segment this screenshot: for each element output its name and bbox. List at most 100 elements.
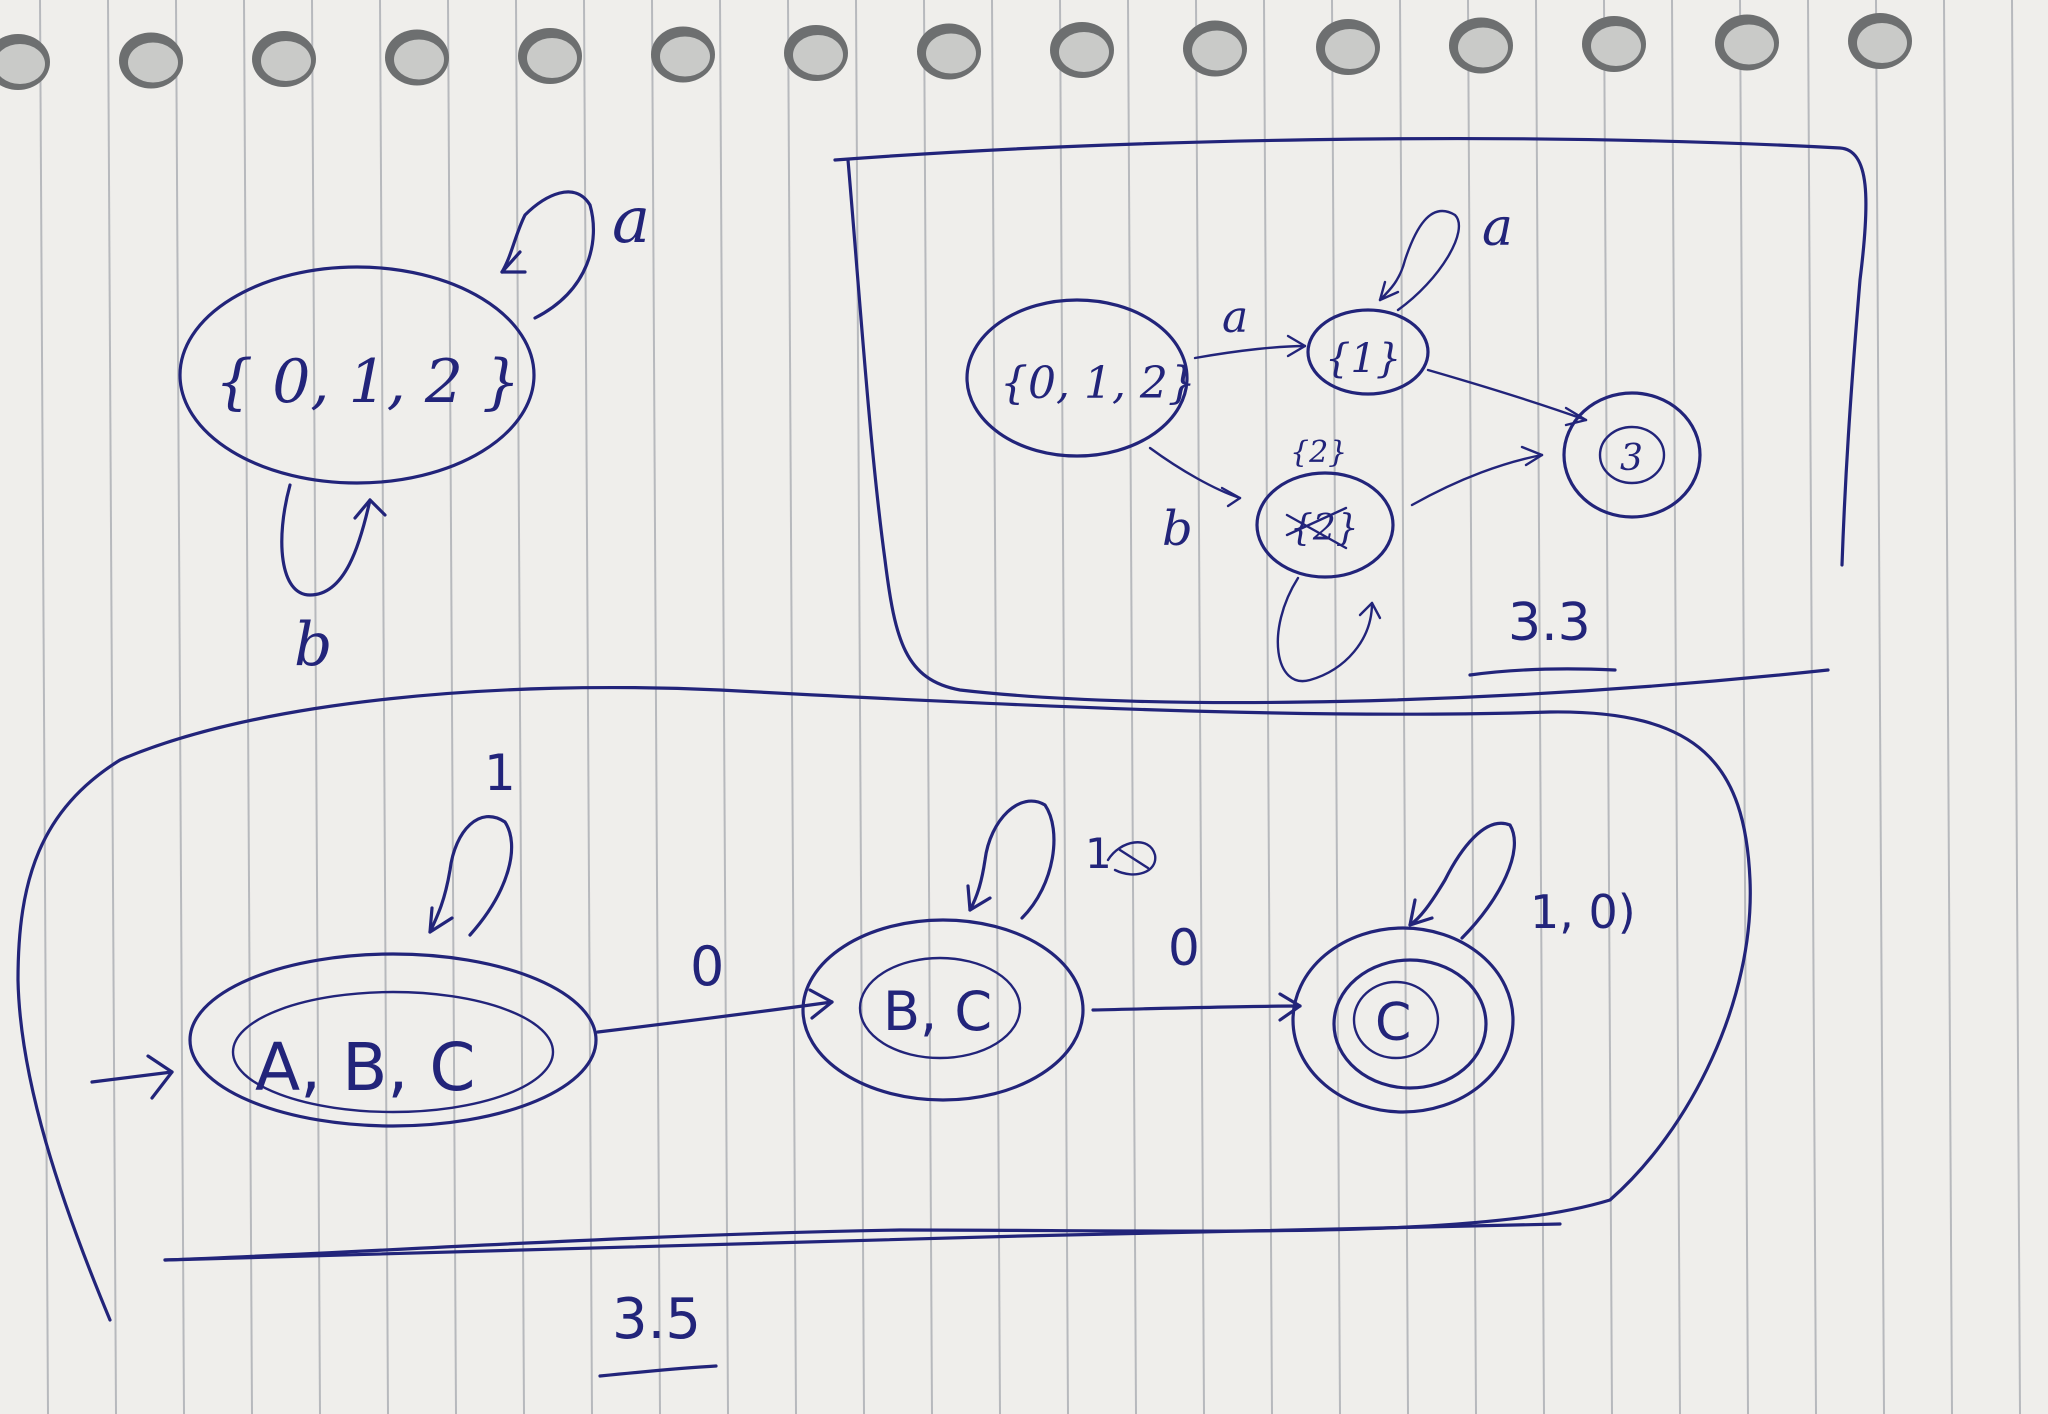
ruled-lines <box>39 0 2021 1414</box>
loop-a-label: a <box>612 184 650 258</box>
loop-b-arc <box>280 483 372 597</box>
binder-hole-inner <box>793 35 843 75</box>
state-bottom-loop-arrowhead <box>1358 601 1382 620</box>
caption-3-5-underline <box>598 1364 718 1378</box>
ruled-line <box>107 0 117 1414</box>
state-start-circle <box>965 298 1189 458</box>
state-c-middle <box>1332 958 1488 1090</box>
loop-a-arrowhead <box>500 250 527 274</box>
state-abc-outer <box>188 952 598 1128</box>
frame-3-3-top-right <box>833 137 1868 567</box>
state-top-loop <box>1378 209 1461 312</box>
state-bottom-strike <box>1285 506 1348 550</box>
state-final-label: 3 <box>1620 438 1643 479</box>
loop-a-arc <box>500 190 596 320</box>
ruled-line <box>1535 0 1545 1414</box>
ruled-line <box>1399 0 1409 1414</box>
state-bottom-annotation: {2} <box>1290 435 1347 470</box>
ruled-line <box>1671 0 1681 1414</box>
binder-hole-inner <box>394 39 444 80</box>
binder-hole-inner <box>1192 30 1242 71</box>
binder-hole-inner <box>1325 29 1375 69</box>
binder-hole-inner <box>527 38 577 78</box>
state-top-label: {1} <box>1325 336 1401 382</box>
ruled-line <box>787 0 797 1414</box>
state-abc-label: A, B, C <box>255 1029 475 1106</box>
state-c-label: C <box>1375 993 1411 1053</box>
state-012-circle <box>178 265 536 485</box>
ruled-line <box>991 0 1001 1414</box>
edge-start-top-arrowhead <box>1286 334 1307 358</box>
edge-top-final-arrowhead <box>1564 406 1588 427</box>
caption-3-5: 3.5 <box>612 1287 701 1352</box>
loop-bc-scribble <box>1106 841 1157 876</box>
state-top-circle <box>1306 308 1430 396</box>
ruled-line <box>39 0 49 1414</box>
ruled-line <box>1331 0 1341 1414</box>
ruled-line <box>1263 0 1273 1414</box>
ruled-line <box>719 0 729 1414</box>
state-bc-inner <box>858 956 1022 1060</box>
ruled-line <box>1875 0 1885 1414</box>
ruled-line <box>175 0 185 1414</box>
ruled-line <box>1603 0 1613 1414</box>
state-012-label: { 0, 1, 2 } <box>215 347 520 417</box>
binder-hole-inner <box>1458 27 1508 68</box>
state-abc-inner <box>231 990 555 1114</box>
ruled-line <box>447 0 457 1414</box>
loop-b-label: b <box>294 610 332 680</box>
loop-bc-arrowhead <box>966 884 992 912</box>
caption-3-3-underline <box>1468 667 1617 677</box>
edge-top-final <box>1426 368 1588 422</box>
edge-0-label-1: 0 <box>690 935 724 998</box>
state-bc-outer <box>801 918 1085 1102</box>
loop-bc-arc <box>968 799 1056 920</box>
loop-a-label-3-3: a <box>1482 198 1513 258</box>
state-c-outer <box>1291 926 1515 1114</box>
edge-bc-c-arrowhead <box>1278 992 1302 1022</box>
edge-0-label-2: 0 <box>1168 919 1200 977</box>
binder-hole-inner <box>1857 23 1907 63</box>
state-top-loop-arrowhead <box>1378 280 1400 302</box>
ruled-line <box>923 0 933 1414</box>
edge-a-label: a <box>1222 292 1248 343</box>
ruled-line <box>855 0 865 1414</box>
binder-hole-inner <box>660 36 710 77</box>
start-arrow-head <box>146 1054 174 1100</box>
binder-hole-inner <box>1724 24 1774 65</box>
separator-line <box>163 1222 1562 1262</box>
ruled-line <box>2011 0 2021 1414</box>
state-c-inner <box>1352 980 1440 1060</box>
frame-3-5 <box>16 685 1752 1322</box>
caption-3-3: 3.3 <box>1508 593 1591 653</box>
ruled-line <box>515 0 525 1414</box>
loop-bc-label: 1 <box>1085 829 1112 878</box>
ruled-line <box>1943 0 1953 1414</box>
ruled-line <box>1195 0 1205 1414</box>
frame-3-3-left-bottom <box>846 158 1830 705</box>
loop-abc-label: 1 <box>484 744 516 802</box>
edge-bottom-final <box>1410 453 1544 507</box>
ruled-line <box>1807 0 1817 1414</box>
ruled-line <box>243 0 253 1414</box>
edge-start-top <box>1193 344 1307 360</box>
state-final-inner <box>1598 425 1666 485</box>
state-bottom-loop <box>1276 576 1374 683</box>
ruled-line <box>1467 0 1477 1414</box>
state-start-label: {0, 1, 2} <box>1000 358 1196 409</box>
state-bc-label: B, C <box>883 980 992 1043</box>
edge-b-label: b <box>1162 501 1193 557</box>
edge-start-bottom <box>1148 446 1242 500</box>
loop-c-label: 1, 0) <box>1530 885 1636 939</box>
binder-hole-inner <box>0 44 45 84</box>
diagram-3-3: {0, 1, 2} {1} a a {2} {2} b 3 3 <box>833 137 1868 705</box>
diagram-left: { 0, 1, 2 } a b <box>178 184 650 680</box>
ruled-line <box>651 0 661 1414</box>
binder-hole-inner <box>128 42 178 83</box>
loop-b-arrowhead <box>353 498 387 520</box>
binder-hole-inner <box>261 41 311 81</box>
loop-c-arc <box>1408 821 1516 940</box>
loop-abc-arrowhead <box>428 906 454 934</box>
